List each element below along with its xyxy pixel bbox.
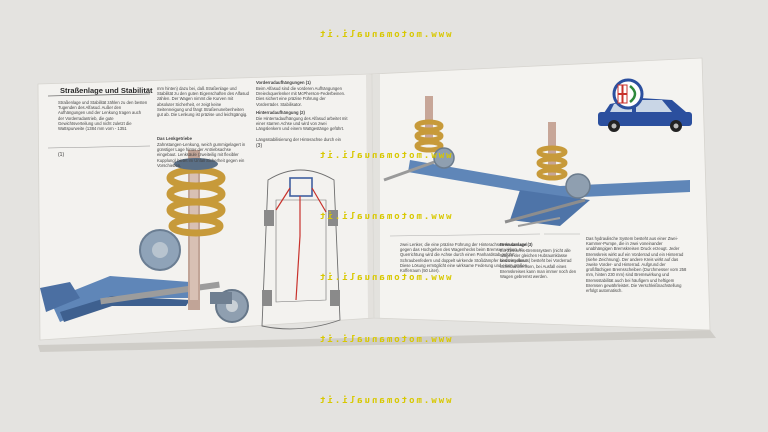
figure-label-1: (1) xyxy=(58,152,65,158)
figure-label-3: (3) xyxy=(256,143,263,149)
front-suspension-paragraph: Beim Alfasud sind die vorderen Aufhängun… xyxy=(256,86,346,107)
rear-axle-illustration xyxy=(383,96,690,227)
front-suspension-heading: Vorderradaufhängungen (1) xyxy=(256,80,311,85)
brakes-heading: Bremsanlage (3) xyxy=(500,242,533,247)
front-suspension-illustration xyxy=(40,150,249,323)
brand-roundel xyxy=(612,78,644,110)
rear-suspension-heading: Hinterradaufhängung (2) xyxy=(256,110,305,115)
brakes-paragraph: Ein Zweikreis-Bremssystem (nicht alle Wa… xyxy=(500,248,577,280)
watermark-center: www.motomanuali.it xyxy=(318,212,452,222)
rear-suspension-paragraph: Die Hinterradaufhängung des Alfasud arbe… xyxy=(256,116,348,132)
rear-axle-caption: zwei Lenker, die eine präzise Führung de… xyxy=(400,242,529,274)
watermark-footer: www.motomanuali.it xyxy=(318,396,452,406)
column-two-paragraph: mm hinten) dazu bei, daß Straßenlage und… xyxy=(157,86,249,118)
page-title: Straßenlage und Stabilität xyxy=(60,86,153,95)
watermark-top: www.motomanuali.it xyxy=(318,30,452,40)
watermark-bottom: www.motomanuali.it xyxy=(318,335,452,345)
rear-caption: Längsstabilisierung der Hinterachse durc… xyxy=(256,137,341,142)
brake-circuit-diagram xyxy=(261,169,341,330)
watermark-lower: www.motomanuali.it xyxy=(318,273,452,283)
steering-paragraph: Zahnstangen-Lenkung, weich gummigelagert… xyxy=(157,142,246,168)
hydraulic-paragraph: Das hydraulische System besteht aus eine… xyxy=(586,236,687,294)
watermark-mid: www.motomanuali.it xyxy=(318,151,452,161)
intro-paragraph: Straßenlage und Stabilität zählen zu den… xyxy=(58,100,148,132)
steering-heading: Das Lenkgetriebe xyxy=(157,136,192,141)
